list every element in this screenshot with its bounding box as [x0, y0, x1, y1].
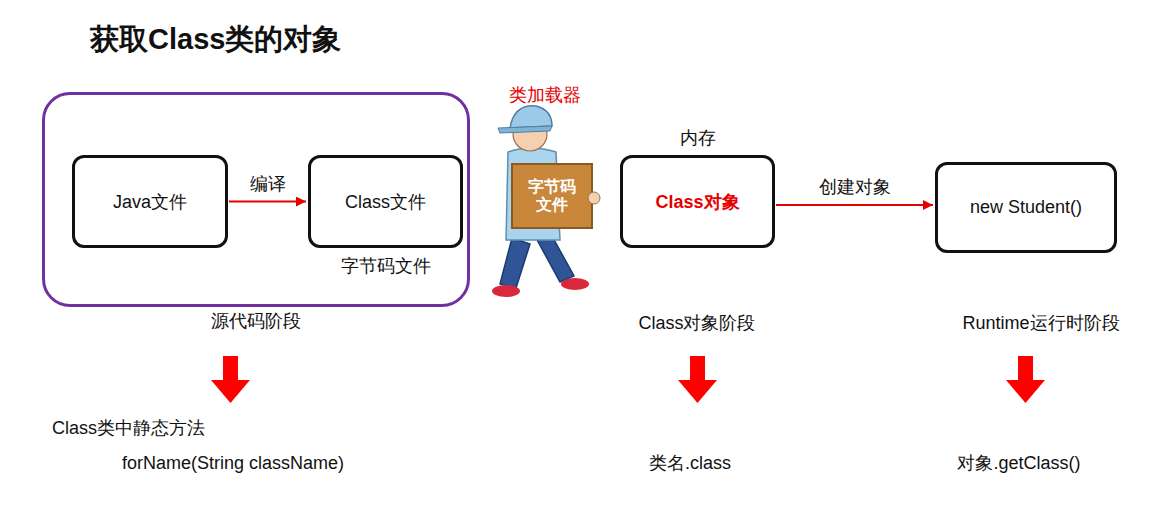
stage-label: Runtime运行时阶段 [962, 311, 1119, 335]
code-label: 对象.getClass() [957, 451, 1080, 475]
edge-label: 编译 [248, 172, 288, 196]
arrow-shaft [223, 356, 238, 381]
box-label: Class文件 [345, 190, 426, 214]
code-label: 类名.class [649, 451, 731, 475]
arrow-shaft [1018, 356, 1033, 381]
loader-label: 类加载器 [509, 83, 581, 107]
box-caption: 字节码文件 [341, 254, 431, 278]
hand [588, 192, 600, 204]
arrow-head [1006, 380, 1045, 403]
shoe [492, 285, 520, 297]
class-object-box: 内存Class对象 [620, 155, 775, 248]
box-label: new Student() [970, 197, 1082, 218]
arrow-shaft [690, 356, 705, 381]
file-box: Java文件 [72, 155, 228, 248]
flow-arrow [229, 201, 306, 203]
stage-band: 源代码阶段Java文件Class文件字节码文件 [42, 92, 470, 307]
stage-label: Class对象阶段 [638, 311, 755, 335]
method-note: Class类中静态方法 [52, 416, 205, 440]
arrow-head [211, 380, 250, 403]
loader-person [492, 106, 600, 297]
leg [536, 236, 574, 282]
box-label: Java文件 [113, 190, 187, 214]
code-label: forName(String className) [122, 453, 344, 474]
box-caption: 内存 [680, 126, 716, 150]
down-arrows [211, 356, 1045, 403]
box-text: 字节码文件 [528, 178, 576, 215]
title: 获取Class类的对象 [90, 20, 341, 60]
instance-box: new Student() [935, 162, 1117, 253]
arrow-head [678, 380, 717, 403]
box-label: Class对象 [655, 190, 739, 214]
edge-label: 创建对象 [817, 175, 893, 199]
flow-arrow [776, 204, 933, 206]
shoe [561, 278, 589, 290]
cap-brim [498, 126, 552, 133]
leg [500, 238, 530, 288]
file-box: Class文件字节码文件 [308, 155, 463, 248]
cap [510, 106, 552, 128]
box-caption: 源代码阶段 [211, 309, 301, 333]
bytecode-box [512, 164, 592, 228]
